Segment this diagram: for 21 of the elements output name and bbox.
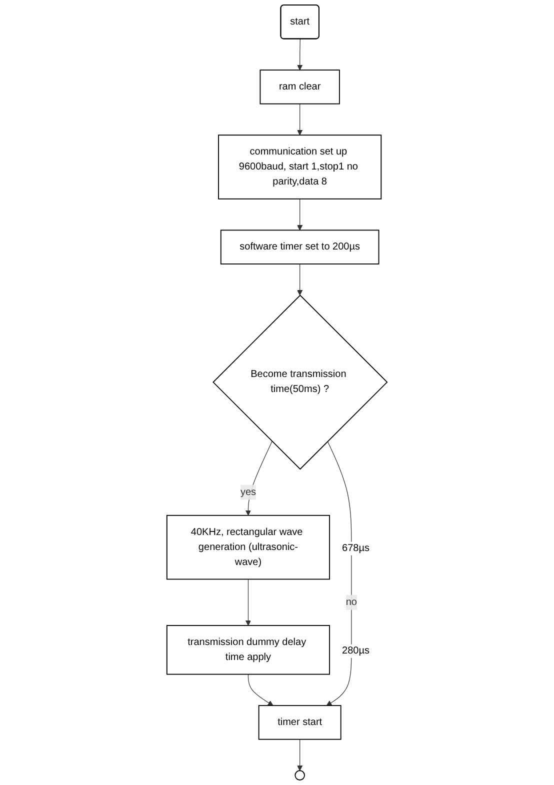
node-box: transmission dummy delay time apply	[166, 625, 330, 675]
arrow	[297, 38, 303, 70]
node-box: timer start	[258, 705, 342, 740]
node-box: software timer set to 200µs	[220, 230, 380, 264]
node-box: 40KHz, rectangular wave generation (ultrasonic-wave)	[166, 514, 330, 580]
arrow	[326, 441, 352, 706]
arrow	[297, 264, 303, 296]
edge-label: yes	[240, 486, 256, 498]
arrow	[297, 104, 303, 136]
duration-label: 280µs	[342, 646, 370, 657]
arrow	[245, 441, 272, 516]
duration-label: 678µs	[342, 543, 370, 554]
edge-label: no	[346, 596, 357, 608]
arrow	[248, 674, 274, 706]
node-box: communication set up 9600baud, start 1,stop1 no parity,data 8	[218, 134, 382, 200]
node-box: ram clear	[260, 70, 340, 104]
arrow	[245, 578, 251, 626]
arrow	[297, 198, 303, 230]
arrow	[297, 739, 303, 771]
node-diamond: Become transmission time(50ms) ?	[212, 294, 388, 470]
node-circle	[294, 770, 305, 780]
